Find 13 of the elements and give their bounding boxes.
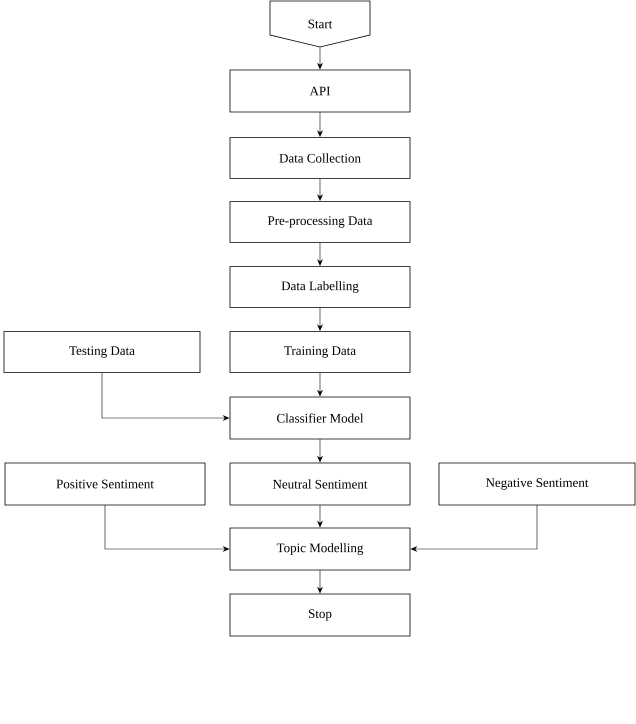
process-box: Pre-processing Data bbox=[230, 201, 410, 243]
process-box: Topic Modelling bbox=[230, 528, 410, 570]
process-box: Negative Sentiment bbox=[438, 462, 636, 506]
process-box: Testing Data bbox=[4, 331, 200, 373]
process-box: Classifier Model bbox=[230, 396, 410, 440]
process-box: Positive Sentiment bbox=[4, 462, 206, 506]
start-terminal: Start bbox=[270, 0, 370, 48]
process-box: API bbox=[230, 70, 410, 112]
process-box: Data Labelling bbox=[230, 266, 410, 308]
process-box: Training Data bbox=[230, 331, 410, 373]
process-box: Neutral Sentiment bbox=[230, 462, 410, 506]
process-box: Data Collection bbox=[230, 137, 410, 179]
process-box: Stop bbox=[230, 594, 410, 636]
